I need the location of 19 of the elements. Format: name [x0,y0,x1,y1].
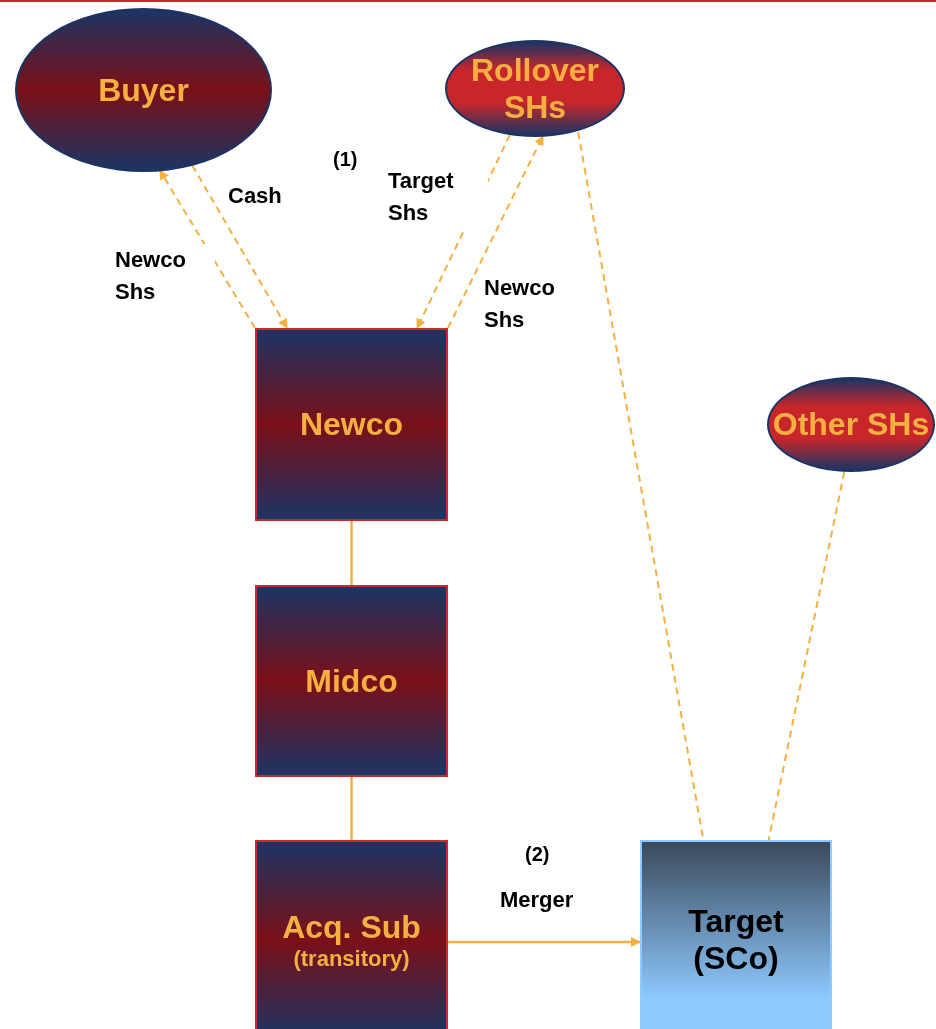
arrow [191,164,289,329]
connector-line [767,471,846,841]
arrow [448,937,641,947]
node-label: (transitory) [293,945,410,972]
node-label: Other SHs [772,406,930,443]
node-label: Acq. Sub [282,908,421,946]
node-label: Newco [299,406,404,443]
entity-box [640,840,832,1029]
entity-box [255,328,448,521]
entity-box [255,585,448,777]
node-label: Target (SCo) [687,903,785,977]
node-label: Midco [305,662,398,700]
connector-line [350,777,353,840]
node-label: Rollover SHs [470,51,600,126]
connector-line [350,521,353,585]
entity-box [255,840,448,1029]
arrow [447,135,544,329]
node-label: Buyer [98,71,189,109]
arrow [158,169,256,329]
